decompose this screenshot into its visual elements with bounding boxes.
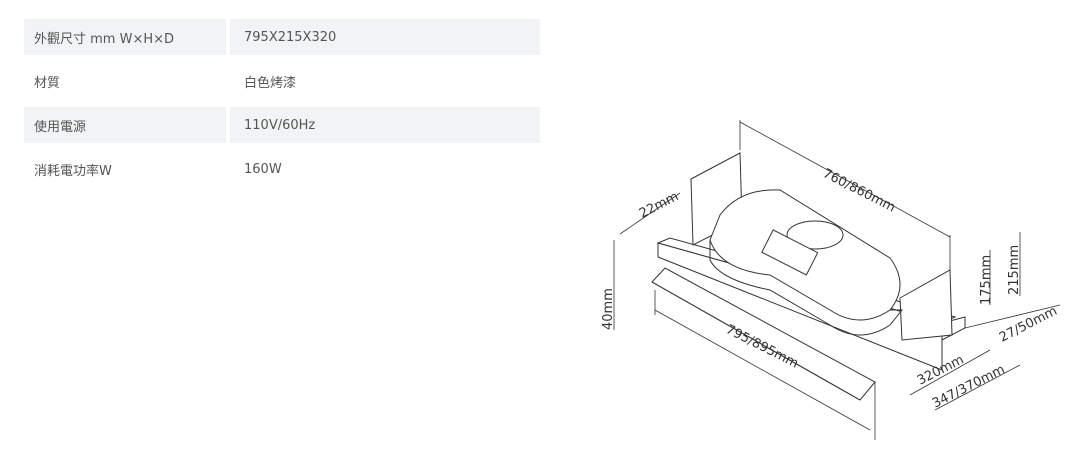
range-hood-dimension-drawing: 760/860mm 22mm 40mm 795/895mm 175mm 215m… bbox=[601, 120, 1061, 440]
spec-table: 外觀尺寸 mm W×H×D 795X215X320 材質 白色烤漆 使用電源 1… bbox=[24, 19, 540, 195]
spec-value: 795X215X320 bbox=[230, 19, 540, 55]
dimension-total-height: 215mm bbox=[1007, 245, 1022, 295]
spec-value: 110V/60Hz bbox=[230, 107, 540, 143]
dimension-offset: 27/50mm bbox=[997, 304, 1060, 346]
spec-value: 160W bbox=[244, 161, 282, 177]
spec-label: 使用電源 bbox=[24, 107, 226, 143]
spec-label: 材質 bbox=[34, 75, 61, 91]
spec-row-power-supply: 使用電源 110V/60Hz bbox=[24, 107, 540, 143]
spec-row-material: 材質 白色烤漆 bbox=[24, 63, 540, 99]
dimension-front-height: 40mm bbox=[601, 288, 616, 330]
spec-label: 消耗電功率W bbox=[34, 163, 112, 179]
spec-value: 白色烤漆 bbox=[244, 75, 297, 91]
spec-row-power-consumption: 消耗電功率W 160W bbox=[24, 151, 540, 187]
spec-row-dimensions: 外觀尺寸 mm W×H×D 795X215X320 bbox=[24, 19, 540, 55]
dimension-body-height: 175mm bbox=[979, 255, 994, 305]
spec-label: 外觀尺寸 mm W×H×D bbox=[24, 19, 226, 55]
hood-outline bbox=[651, 152, 966, 401]
dimension-lines bbox=[613, 120, 1061, 440]
dimension-depth-top: 760/860mm bbox=[820, 166, 898, 215]
dimension-lip: 22mm bbox=[637, 189, 681, 221]
